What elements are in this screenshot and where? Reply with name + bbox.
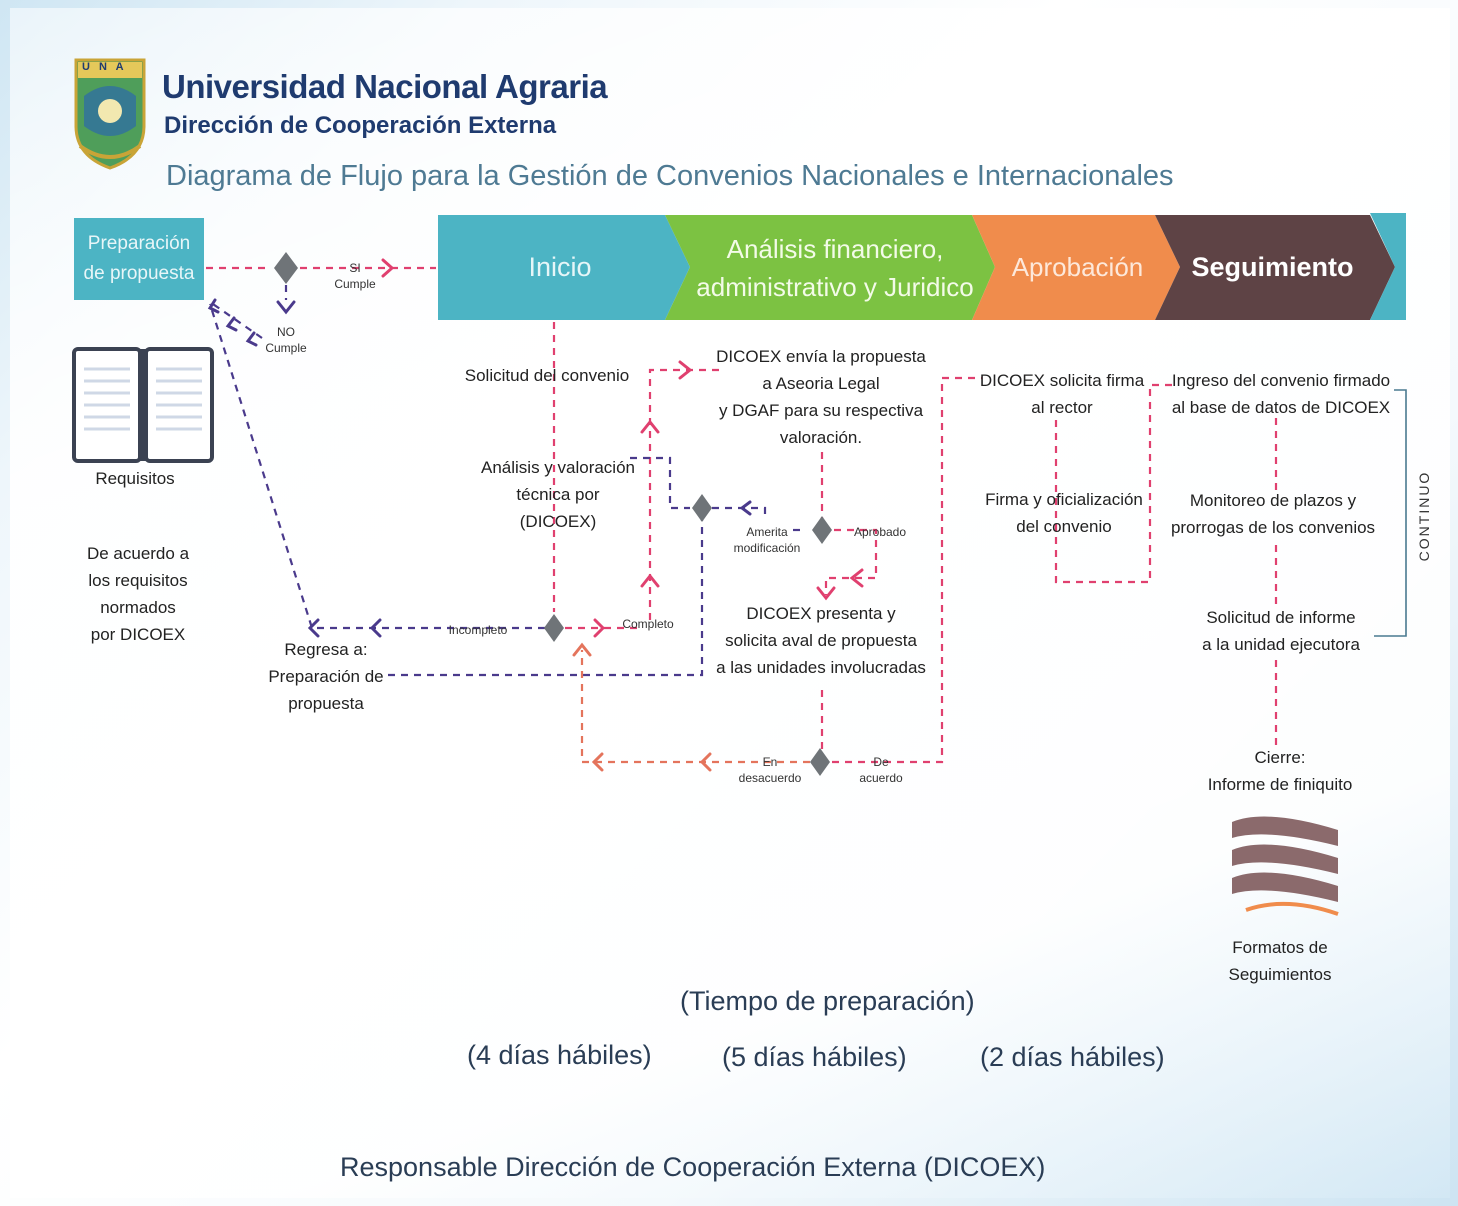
label-incompleto: Incompleto <box>448 623 508 637</box>
department-name: Dirección de Cooperación Externa <box>164 112 557 139</box>
label-no-cumple: NO Cumple <box>265 325 307 355</box>
node-regresa: Regresa a: Preparación de propuesta <box>268 640 384 713</box>
node-solicitud: Solicitud del convenio <box>464 366 630 385</box>
dias-inicio: (4 días hábiles) <box>467 1040 652 1070</box>
dias-analisis: (5 días hábiles) <box>722 1042 907 1072</box>
continuo-label: CONTINUO <box>1416 470 1432 562</box>
dias-aprobacion: (2 días hábiles) <box>980 1042 1165 1072</box>
book-icon <box>72 347 214 470</box>
label-amerita: Amerita modificación <box>733 525 801 555</box>
label-de-acuerdo: De acuerdo <box>859 755 903 785</box>
node-cierre: Cierre: Informe de finiquito <box>1207 748 1353 794</box>
phase-aprobacion: Aprobación <box>1011 252 1144 282</box>
label-desacuerdo: En desacuerdo <box>738 755 802 785</box>
node-ingreso: Ingreso del convenio firmado al base de … <box>1171 371 1391 417</box>
label-completo: Completo <box>622 617 674 631</box>
node-formatos: Formatos de Seguimientos <box>1228 938 1332 984</box>
tiempo-label: (Tiempo de preparación) <box>680 986 975 1016</box>
label-aprobado: Aprobado <box>853 525 907 539</box>
phase-analisis: Análisis financiero, administrativo y Ju… <box>696 233 974 302</box>
phase-inicio: Inicio <box>528 252 592 282</box>
node-solicitud-informe: Solicitud de informe a la unidad ejecuto… <box>1202 608 1360 654</box>
requisitos-label: Requisitos <box>95 469 175 488</box>
responsable-label: Responsable Dirección de Cooperación Ext… <box>340 1152 1046 1182</box>
label-si-cumple: SI Cumple <box>334 261 376 291</box>
logo-text: U N A <box>82 61 127 73</box>
node-monitoreo: Monitoreo de plazos y prorrogas de los c… <box>1170 491 1376 537</box>
node-presenta: DICOEX presenta y solicita aval de propu… <box>716 604 926 677</box>
phase-preparacion: Preparación de propuesta <box>74 218 204 300</box>
university-logo: U N A <box>70 56 150 172</box>
books-stack-icon <box>1226 812 1344 925</box>
university-name: Universidad Nacional Agraria <box>162 68 608 105</box>
requisitos-note: De acuerdo a los requisitos normados por… <box>86 544 190 644</box>
node-firma: Firma y oficialización del convenio <box>985 490 1143 536</box>
node-envia: DICOEX envía la propuesta a Aseoria Lega… <box>716 347 926 447</box>
page-card <box>10 8 1450 1198</box>
diagram-title: Diagrama de Flujo para la Gestión de Con… <box>166 160 1174 192</box>
node-analisis-tecnica: Análisis y valoración técnica por (DICOE… <box>480 458 635 531</box>
node-solicita-firma: DICOEX solicita firma al rector <box>979 371 1145 417</box>
phase-seguimiento: Seguimiento <box>1191 252 1354 282</box>
